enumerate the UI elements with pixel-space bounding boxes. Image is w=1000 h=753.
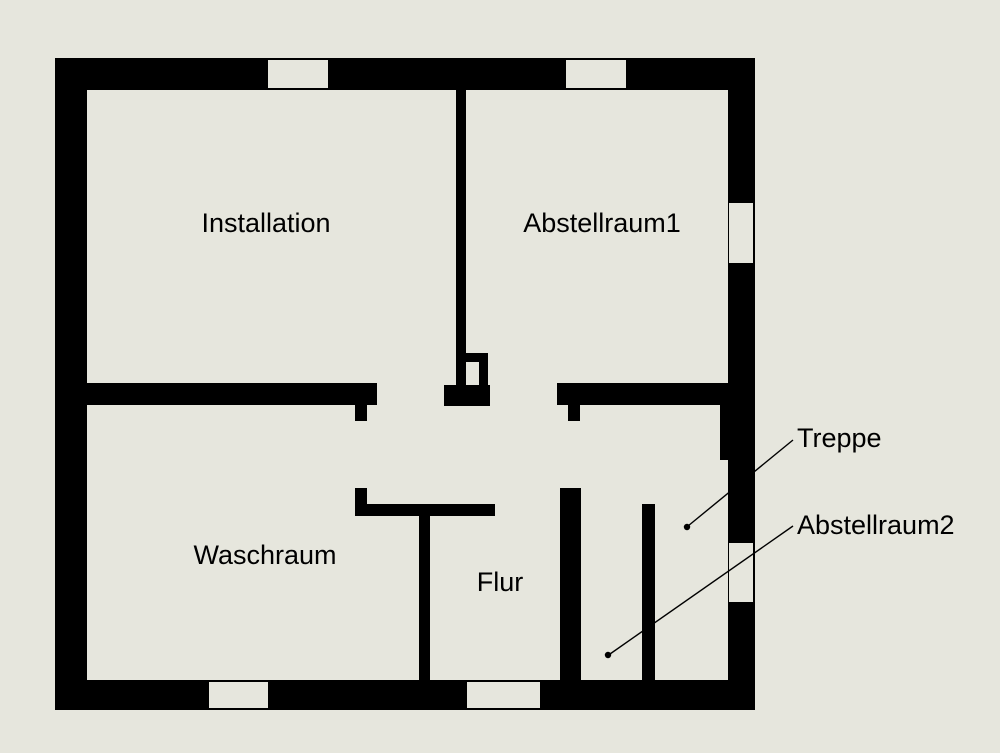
leader-dot-treppe — [683, 523, 691, 531]
window-openings — [209, 60, 753, 708]
wall-right — [728, 58, 755, 710]
wall-stair-divider — [642, 504, 655, 680]
entrance-opening — [467, 682, 540, 708]
door-stub-left — [355, 405, 367, 421]
window-right-lower — [729, 543, 753, 602]
window-bottom-left — [209, 682, 268, 708]
leader-dot-abstellraum2 — [604, 651, 612, 659]
chimney-block — [444, 353, 490, 406]
room-label-abstellraum1: Abstellraum1 — [523, 208, 681, 238]
door-stub-right — [568, 405, 580, 421]
room-label-waschraum: Waschraum — [193, 540, 336, 570]
callout-label-treppe: Treppe — [797, 423, 882, 453]
wall-horizontal-left — [87, 383, 377, 405]
window-right-upper — [729, 203, 753, 263]
window-top-right — [566, 60, 626, 88]
room-label-flur: Flur — [477, 567, 524, 597]
wall-waschraum-right — [419, 516, 430, 680]
room-labels: Installation Abstellraum1 Waschraum Flur — [193, 208, 680, 597]
wall-flur-right — [560, 488, 581, 680]
wall-bottom — [55, 680, 755, 710]
wall-left — [55, 58, 87, 710]
room-label-installation: Installation — [201, 208, 330, 238]
wall-waschraum-top — [355, 504, 495, 516]
wall-stair-upper — [720, 405, 728, 460]
door-stub-waschraum — [355, 488, 367, 504]
leader-line-treppe — [687, 439, 794, 527]
wall-horizontal-right — [557, 383, 728, 405]
callout-label-abstellraum2: Abstellraum2 — [797, 510, 955, 540]
wall-divider-upper — [456, 90, 466, 355]
wall-top — [55, 58, 755, 90]
interior-walls — [87, 90, 728, 680]
callouts: Treppe Abstellraum2 — [604, 423, 955, 659]
leader-line-abstellraum2 — [609, 525, 794, 655]
window-top-left — [268, 60, 328, 88]
